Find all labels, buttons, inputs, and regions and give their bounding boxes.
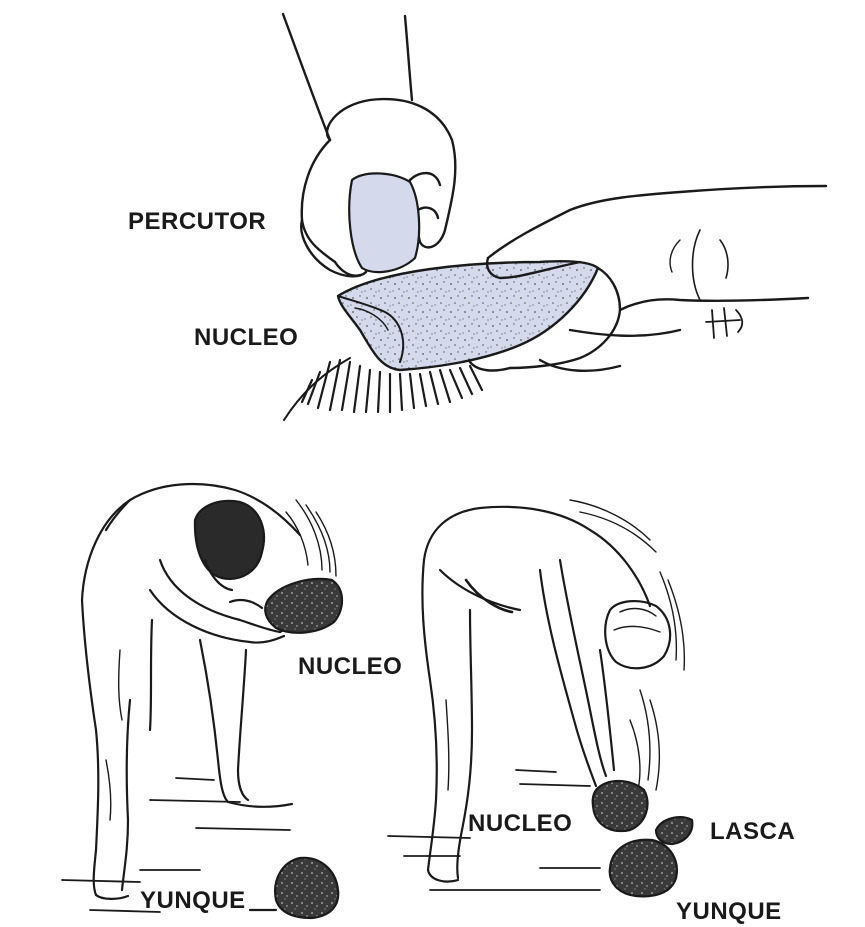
label-nucleo-left: NUCLEO xyxy=(298,655,402,679)
label-lasca: LASCA xyxy=(710,820,795,844)
label-nucleo-right: NUCLEO xyxy=(468,812,572,836)
right-anvil-stone xyxy=(610,840,677,897)
right-core-stone xyxy=(593,781,648,831)
top-scene xyxy=(283,14,826,420)
left-arm xyxy=(283,14,330,140)
hammerstone xyxy=(349,173,419,272)
holding-hand xyxy=(488,186,826,258)
left-figure-head xyxy=(195,501,264,579)
left-figure-scene xyxy=(62,484,342,918)
label-percutor: PERCUTOR xyxy=(128,210,266,234)
label-yunque-right: YUNQUE xyxy=(676,900,782,924)
label-yunque-left: YUNQUE xyxy=(140,889,246,913)
left-anvil-stone xyxy=(275,858,338,918)
left-core-stone xyxy=(265,579,342,633)
flake xyxy=(656,817,692,844)
label-nucleo-top: NUCLEO xyxy=(194,326,298,350)
artist-signature xyxy=(706,308,742,338)
right-figure-head xyxy=(605,601,670,668)
core-stone xyxy=(338,261,598,370)
